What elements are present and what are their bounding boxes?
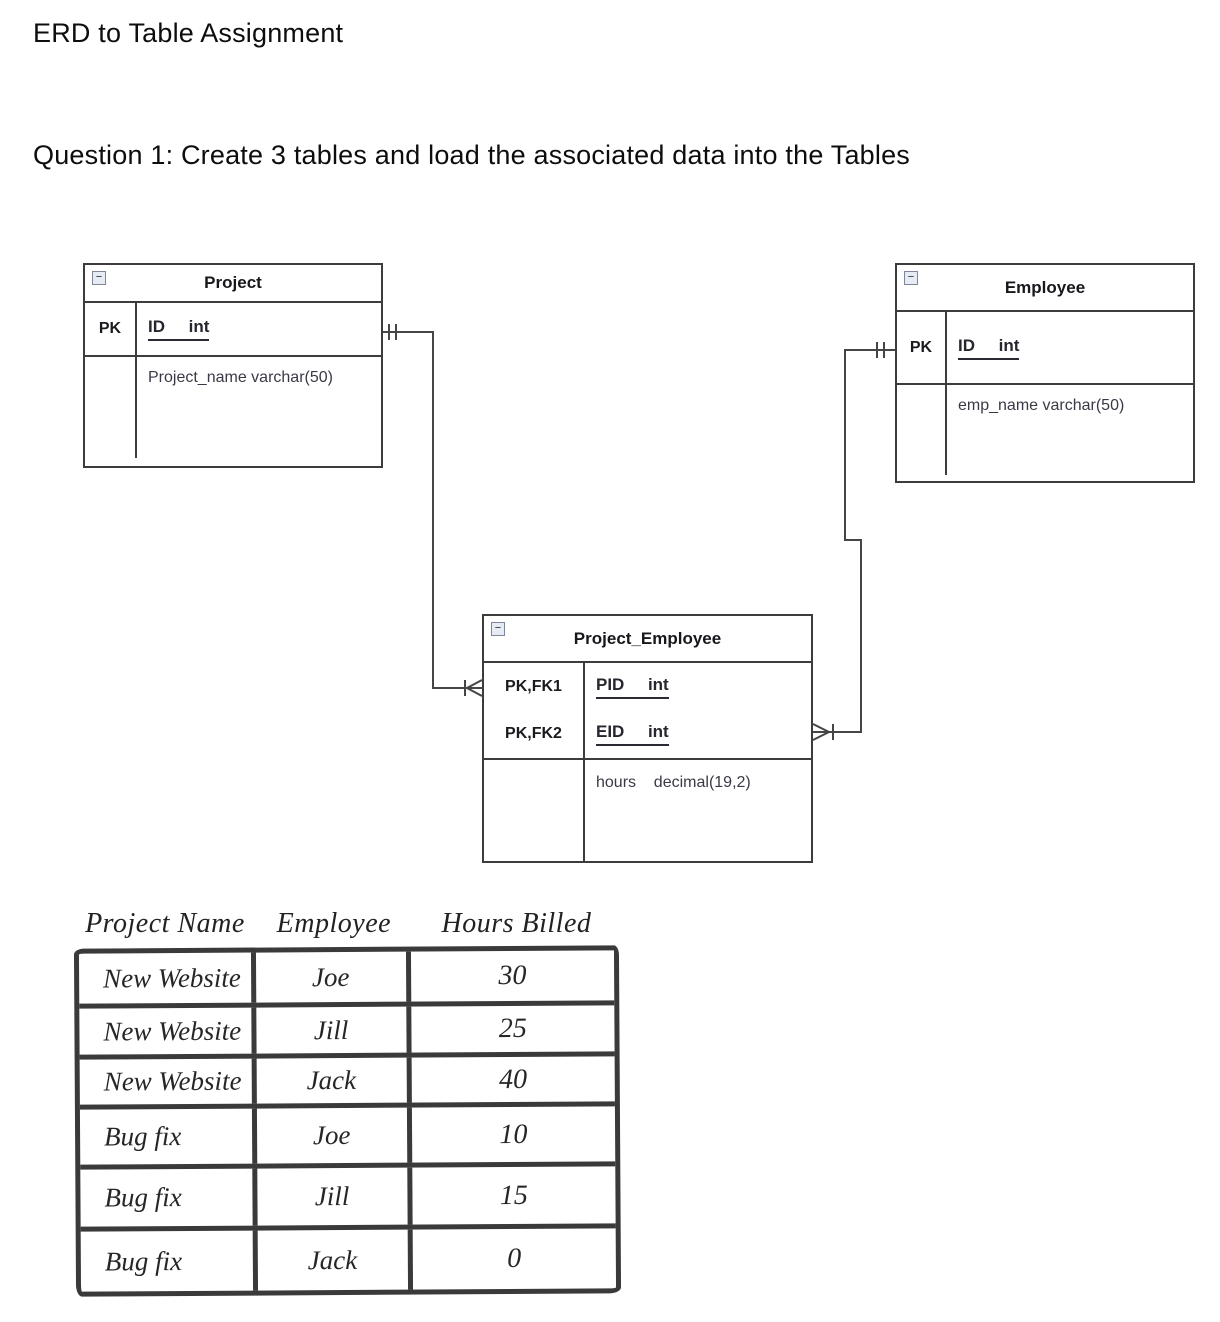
table-cell: 15 bbox=[499, 1179, 528, 1211]
column-divider bbox=[135, 303, 137, 458]
entity-title: Project_Employee bbox=[573, 628, 722, 648]
column-divider bbox=[945, 312, 947, 475]
table-row: New Website Joe 30 bbox=[78, 950, 615, 1009]
table-row: Bug fix Jack 0 bbox=[80, 1228, 616, 1292]
entity-title: Employee bbox=[1004, 277, 1086, 297]
key-label: PK bbox=[98, 320, 122, 337]
collapse-minus-icon[interactable]: − bbox=[92, 271, 106, 285]
attribute-text: Project_name varchar(50) bbox=[148, 369, 333, 386]
key-attribute: PID int bbox=[596, 675, 669, 699]
key-label: PK,FK2 bbox=[505, 725, 562, 743]
entity-title: Project bbox=[204, 273, 262, 292]
table-row: New Website Jack 40 bbox=[79, 1056, 615, 1110]
table-cell: 25 bbox=[498, 1012, 527, 1045]
table-cell: New Website bbox=[79, 1007, 257, 1055]
table-row: Bug fix Joe 10 bbox=[79, 1106, 616, 1170]
employee-to-projectemployee-connector bbox=[812, 342, 895, 741]
hand-table: Project Name Employee Hours Billed New W… bbox=[73, 901, 622, 1297]
entity-header: − Project_Employee bbox=[484, 616, 811, 663]
hand-table-headers: Project Name Employee Hours Billed bbox=[75, 901, 620, 947]
entity-employee: − Employee PK ID int emp_name varchar(50… bbox=[895, 263, 1195, 483]
table-cell: New Website bbox=[79, 1058, 257, 1105]
table-cell: Bug fix bbox=[79, 1108, 257, 1165]
key-attribute: ID int bbox=[148, 317, 210, 341]
key-label: PK bbox=[909, 338, 933, 356]
table-header-employee: Employee bbox=[276, 908, 392, 939]
table-cell: Joe bbox=[256, 1107, 412, 1164]
entity-header: − Project bbox=[85, 265, 381, 303]
table-row: Bug fix Jill 15 bbox=[80, 1166, 616, 1232]
exactly-one-marks-icon bbox=[388, 324, 397, 340]
table-cell: New Website bbox=[78, 952, 256, 1004]
exactly-one-marks-icon bbox=[876, 342, 885, 358]
key-attribute: ID int bbox=[958, 336, 1020, 360]
table-cell: Bug fix bbox=[80, 1230, 258, 1292]
table-cell: Jack bbox=[256, 1057, 412, 1104]
table-header-project-name: Project Name bbox=[85, 908, 245, 939]
table-cell: Joe bbox=[255, 951, 411, 1003]
attribute-text: emp_name varchar(50) bbox=[958, 397, 1125, 414]
entity-header: − Employee bbox=[897, 265, 1193, 312]
many-crowfoot-icon bbox=[464, 679, 483, 697]
many-crowfoot-icon bbox=[812, 723, 834, 741]
table-cell: 0 bbox=[507, 1242, 522, 1275]
collapse-minus-icon[interactable]: − bbox=[491, 622, 505, 636]
table-cell: Jill bbox=[256, 1167, 413, 1226]
entity-project: − Project PK ID int Project_name varchar… bbox=[83, 263, 383, 468]
attribute-text: hours decimal(19,2) bbox=[596, 774, 751, 791]
page-title: ERD to Table Assignment bbox=[33, 18, 344, 48]
question-text: Question 1: Create 3 tables and load the… bbox=[33, 140, 910, 170]
key-attribute: EID int bbox=[596, 722, 669, 747]
table-cell: Jill bbox=[255, 1006, 412, 1054]
collapse-minus-icon[interactable]: − bbox=[904, 271, 918, 285]
table-cell: 30 bbox=[498, 959, 527, 992]
table-cell: Jack bbox=[257, 1229, 413, 1291]
hand-table-grid: New Website Joe 30 New Website Jill 25 N… bbox=[73, 945, 622, 1297]
table-row: New Website Jill 25 bbox=[79, 1005, 615, 1060]
key-label: PK,FK1 bbox=[505, 677, 562, 695]
table-cell: Bug fix bbox=[80, 1168, 258, 1227]
table-cell: 40 bbox=[498, 1063, 528, 1095]
table-cell: 10 bbox=[499, 1118, 528, 1150]
project-to-projectemployee-connector bbox=[383, 324, 483, 697]
column-divider bbox=[583, 663, 585, 861]
entity-project-employee: − Project_Employee PK,FK1 PID int PK,FK2… bbox=[482, 614, 813, 863]
table-header-hours-billed: Hours Billed bbox=[441, 908, 592, 939]
